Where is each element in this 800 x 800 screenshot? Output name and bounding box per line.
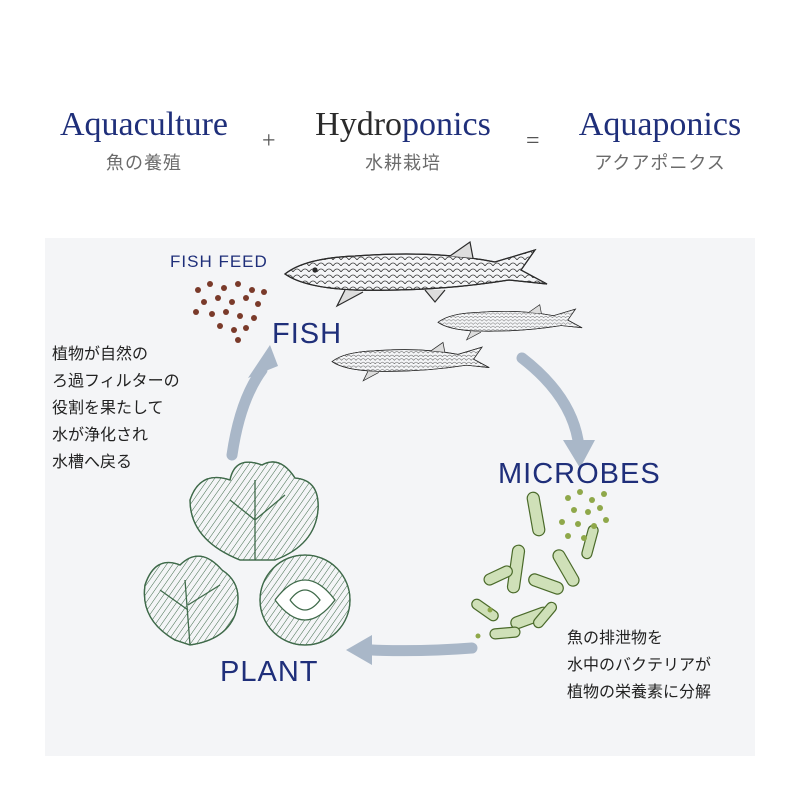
- fish-label: FISH: [272, 318, 343, 350]
- fish-feed-label: FISH FEED: [170, 252, 268, 271]
- fish-icon: [283, 240, 583, 382]
- term-aquaculture-en: Aquaculture: [59, 106, 229, 143]
- term-hydroponics-en: Hydroponics: [292, 105, 514, 145]
- term-aquaculture-ja: 魚の養殖: [106, 153, 182, 174]
- microbe-note-line: 魚の排泄物を: [567, 628, 664, 647]
- microbe-spores: [475, 489, 609, 639]
- term-aquaponics-en: Aquaponics: [578, 106, 742, 143]
- plant-filter-note-line: 水が浄化され: [52, 425, 149, 444]
- plant-filter-note: 植物が自然の ろ過フィルターの 役割を果たして 水が浄化され 水槽へ戻る: [52, 340, 180, 475]
- cabbage-icon: [259, 554, 351, 646]
- microbe-note-line: 水中のバクテリアが: [567, 655, 712, 674]
- term-hydroponics-ja: 水耕栽培: [365, 153, 441, 174]
- cycle-arrow-icon: [226, 352, 584, 657]
- cycle-panel: [45, 238, 755, 756]
- microbes-label: MICROBES: [498, 458, 661, 490]
- bokchoy-icon: [143, 555, 239, 646]
- microbe-note-line: 植物の栄養素に分解: [567, 682, 712, 701]
- plant-filter-note-line: ろ過フィルターの: [52, 371, 180, 390]
- term-hydroponics: Hydroponics 水耕栽培: [292, 105, 514, 175]
- lettuce-icon: [189, 461, 319, 561]
- term-hydroponics-en-part1: Hydro: [315, 106, 403, 143]
- microbe-icon: [471, 491, 599, 640]
- term-aquaponics-ja: アクアポニクス: [594, 153, 726, 174]
- plant-label: PLANT: [220, 656, 319, 688]
- term-aquaculture: Aquaculture 魚の養殖: [38, 105, 250, 175]
- plant-filter-note-line: 役割を果たして: [52, 398, 164, 417]
- term-aquaponics: Aquaponics アクアポニクス: [556, 105, 764, 175]
- plant-filter-note-line: 水槽へ戻る: [52, 452, 133, 471]
- cycle-arrowheads: [248, 345, 595, 665]
- fish-feed-icon: [193, 281, 267, 343]
- equals-sign: =: [526, 128, 540, 154]
- plant-filter-note-line: 植物が自然の: [52, 344, 149, 363]
- microbe-decompose-note: 魚の排泄物を 水中のバクテリアが 植物の栄養素に分解: [567, 624, 711, 705]
- term-hydroponics-en-part2: ponics: [402, 106, 491, 143]
- plus-sign: +: [262, 128, 276, 154]
